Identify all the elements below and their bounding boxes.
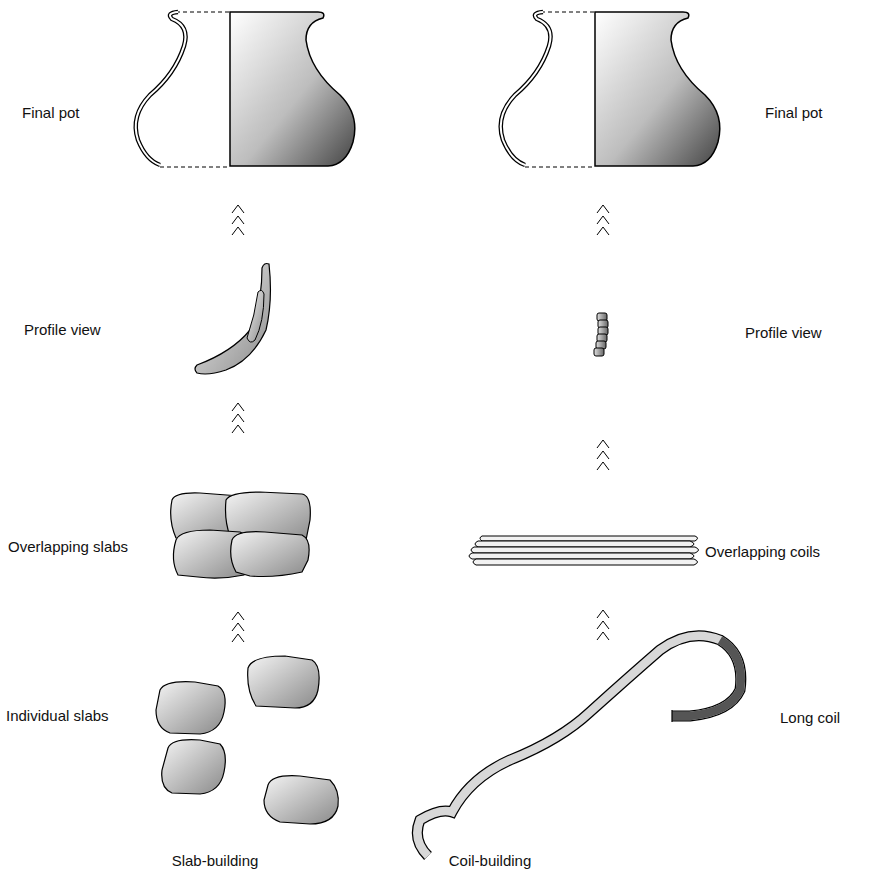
stage-label: Final pot [22, 104, 80, 122]
stage-label: Profile view [24, 321, 101, 339]
method-caption: Coil-building [449, 852, 532, 870]
stage-label: Overlapping coils [705, 543, 820, 561]
stage-label: Profile view [745, 324, 822, 342]
method-caption: Slab-building [172, 852, 259, 870]
stage-label: Final pot [765, 104, 823, 122]
stage-label: Individual slabs [6, 707, 109, 725]
stage-label: Overlapping slabs [8, 538, 128, 556]
stage-label: Long coil [780, 709, 840, 727]
